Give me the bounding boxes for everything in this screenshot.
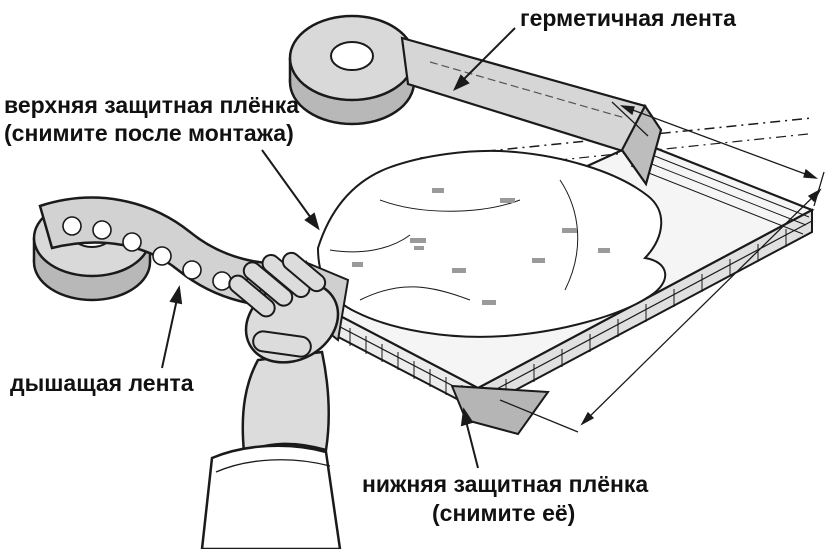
label-bottom-film-line2: (снимите её)	[432, 500, 575, 526]
leader-arrow-bottom-film	[460, 407, 479, 469]
hand	[200, 251, 342, 549]
leader-arrow-breathing-tape	[161, 285, 183, 369]
label-breathing-tape: дышащая лента	[10, 370, 194, 396]
sealing-tape-band	[400, 36, 663, 187]
dimension-lines	[499, 101, 825, 433]
film-print-marks	[352, 188, 610, 305]
thumb	[252, 330, 312, 358]
sleeve-cuff	[200, 444, 342, 549]
leader-arrow-sealing-tape	[452, 27, 516, 92]
label-sealing-tape: герметичная лента	[520, 5, 736, 31]
label-bottom-film-line1: нижняя защитная плёнка	[362, 471, 648, 497]
label-top-film-line1: верхняя защитная плёнка	[4, 92, 299, 118]
top-protective-film	[316, 149, 667, 338]
tape-application-dash-line	[419, 117, 813, 175]
label-top-film-line2: (снимите после монтажа)	[4, 120, 294, 146]
fingers	[228, 251, 327, 358]
bottom-protective-film	[450, 384, 550, 436]
leader-arrow-top-film	[261, 149, 320, 231]
sealing-tape-roll	[288, 14, 416, 126]
